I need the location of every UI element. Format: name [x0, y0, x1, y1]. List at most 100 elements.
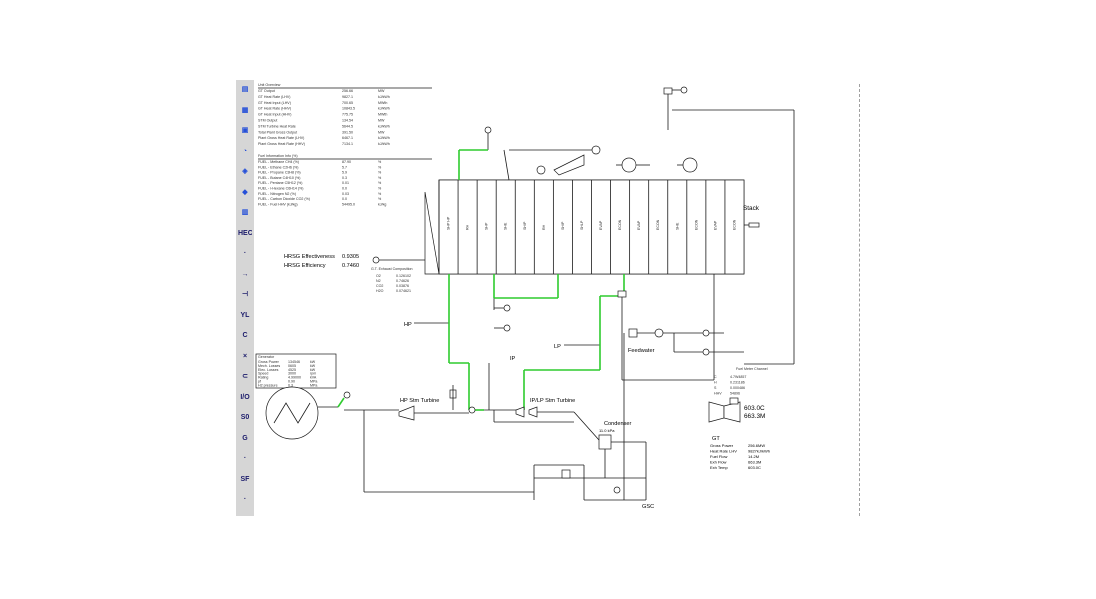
- hrsg-section-label: SHE: [675, 222, 679, 230]
- fuel-info-unit: %: [378, 181, 382, 185]
- exhaust-inlet-node[interactable]: [372, 256, 380, 264]
- overview-label: GT Heat Input (HHV): [258, 113, 292, 117]
- hrsg-section-label: SHIP: [523, 221, 527, 230]
- composition-name: CO2: [376, 284, 383, 288]
- fuel-info-unit: %: [378, 160, 382, 164]
- fuel-meter-value: 0.000486: [730, 386, 745, 390]
- toolbar-button[interactable]: ·: [243, 496, 247, 503]
- fuel-info-label: FUEL - Butane C4H10 (%): [258, 176, 300, 180]
- generator-unit: MPa: [310, 380, 317, 384]
- gas-turbine-symbol[interactable]: [708, 397, 741, 423]
- fuel-meter-value: 0.231186: [730, 381, 745, 385]
- toolbar-button[interactable]: ⊂: [242, 373, 248, 380]
- exchanger-icon[interactable]: ▥: [241, 209, 249, 216]
- feedwater-pump[interactable]: [654, 328, 664, 338]
- generator-symbol[interactable]: [265, 386, 319, 440]
- fuel-info-label: FUEL - Pentane C5H12 (%): [258, 181, 302, 185]
- hp-turbine-outlet[interactable]: [468, 406, 476, 414]
- fuel-meter-name: H: [714, 381, 717, 385]
- ip-drum[interactable]: [621, 157, 637, 173]
- feedwater-heater[interactable]: [628, 328, 638, 338]
- generator-value: 4525: [288, 368, 296, 372]
- fuel-info-value: 0.01: [342, 181, 349, 185]
- generator-unit: MPa: [310, 383, 317, 387]
- gt-value: 9827kJ/kWh: [748, 449, 770, 454]
- overview-unit: MW: [378, 89, 385, 93]
- fuel-meter-title: Fuel Meter Channel: [736, 367, 768, 371]
- overview-unit: MWth: [378, 113, 387, 117]
- toolbar-button[interactable]: C: [242, 332, 248, 339]
- overview-unit: kJ/kWh: [378, 95, 390, 99]
- hp-turbine[interactable]: [398, 405, 415, 421]
- condensate-node[interactable]: [613, 486, 621, 494]
- link-icon[interactable]: ⊣: [241, 291, 249, 298]
- valve-icon[interactable]: ◆: [242, 188, 248, 196]
- toolbar-button[interactable]: ·: [243, 455, 247, 462]
- overview-value: 700.65: [342, 101, 353, 105]
- hrsg-effectiveness-value: 0.9305: [342, 254, 359, 260]
- fuel-info-value: 0.3: [342, 176, 347, 180]
- hp-drum[interactable]: [536, 165, 546, 175]
- pipe-icon[interactable]: ◔: [242, 147, 248, 155]
- arrow-right-icon[interactable]: →: [241, 270, 249, 278]
- condensate-pump[interactable]: [561, 469, 571, 479]
- overview-label: STM Output: [258, 119, 277, 123]
- hrsg-section-label: EVAP: [713, 220, 717, 230]
- fuel-meter-name: HHV: [714, 392, 722, 396]
- generator-value: 0605: [288, 364, 296, 368]
- condenser[interactable]: [598, 434, 612, 450]
- overview-value: 7134.1: [342, 142, 353, 146]
- toolbar-button[interactable]: ·: [243, 250, 247, 257]
- hrsg-effectiveness-label: HRSG Effectiveness: [284, 254, 335, 260]
- fuel-info-label: FUEL - i-Hexane C6H14 (%): [258, 187, 303, 191]
- ip-feed-pump[interactable]: [702, 348, 710, 356]
- generator-label: H2 pressure: [258, 383, 278, 387]
- node-icon[interactable]: ◈: [242, 168, 248, 175]
- hp-feed-pump[interactable]: [702, 329, 710, 337]
- fuel-info-label: FUEL - Carbon Dioxide CO2 (%): [258, 197, 310, 201]
- generator-value: 134546: [288, 360, 300, 364]
- toolbar-button[interactable]: I/O: [240, 393, 250, 401]
- toolbar-button[interactable]: YL: [240, 311, 250, 319]
- toolbar-button[interactable]: S0: [240, 414, 250, 421]
- lp-drum[interactable]: [682, 157, 698, 173]
- overview-label: Total Plant Gross Output: [258, 130, 297, 134]
- hrsg-section-label: EVAP: [599, 220, 603, 230]
- lp-valve[interactable]: [617, 290, 627, 298]
- ip-drum-pipe: [553, 154, 585, 176]
- generator-label: pf: [258, 380, 261, 384]
- grid-icon[interactable]: ▦: [241, 106, 249, 114]
- cross-icon[interactable]: ×: [242, 352, 248, 360]
- panel-icon[interactable]: ▣: [241, 127, 249, 134]
- fuel-meter-name: S: [714, 386, 717, 390]
- sheet-icon[interactable]: ▤: [241, 86, 249, 93]
- top-node[interactable]: [680, 86, 688, 94]
- lp-turbine[interactable]: [528, 406, 538, 418]
- composition-value: 0.74626: [396, 279, 409, 283]
- stack-damper[interactable]: [748, 222, 760, 228]
- overview-value: 256.66: [342, 89, 353, 93]
- top-valve[interactable]: [663, 87, 673, 95]
- overview-label: Plant Gross Heat Rate (HHV): [258, 142, 305, 146]
- toolbar-button[interactable]: SF: [240, 475, 250, 483]
- fuel-info-value: 5.9: [342, 171, 347, 175]
- toolbar-button[interactable]: HEC: [238, 229, 252, 237]
- hrsg-section-label: EVAP: [637, 220, 641, 230]
- overview-label: STM Turbine Heat Rate: [258, 124, 296, 128]
- ip-node-1[interactable]: [503, 304, 511, 312]
- ip-node-2[interactable]: [503, 324, 511, 332]
- generator-node[interactable]: [343, 391, 351, 399]
- hrsg-section-label: RH: [542, 224, 546, 230]
- toolbar-button[interactable]: G: [242, 434, 248, 442]
- ip-drum-top[interactable]: [591, 145, 601, 155]
- gt-exhaust-composition-label: G.T. Exhaust Composition: [371, 267, 413, 271]
- generator-label: Mech. Losses: [258, 364, 280, 368]
- fuel-info-unit: %: [378, 192, 382, 196]
- hp-node-top[interactable]: [484, 126, 492, 134]
- ip-turbine[interactable]: [515, 406, 525, 418]
